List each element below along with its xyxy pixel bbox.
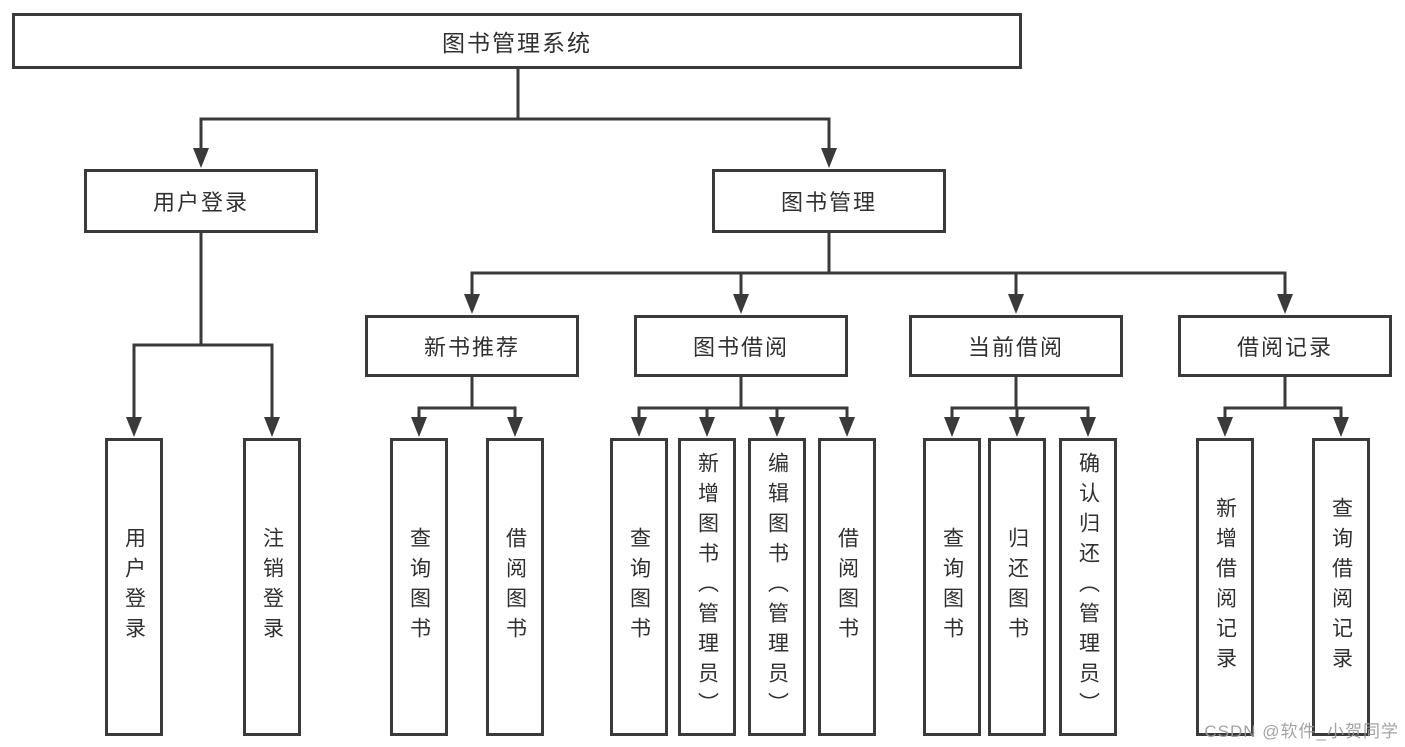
- node-borrow-records-label: 借阅记录: [1236, 335, 1333, 360]
- node-leaf-borrow-borrow-book-label: 借阅图书: [835, 527, 859, 647]
- node-leaf-logout-label: 注销登录: [260, 527, 284, 647]
- node-leaf-current-return-book-label: 归还图书: [1005, 527, 1029, 647]
- node-leaf-logout: 注销登录: [243, 438, 301, 736]
- node-leaf-current-return-book: 归还图书: [988, 438, 1046, 736]
- watermark-text: CSDN @软件_小贺同学: [1204, 722, 1399, 741]
- node-leaf-newbook-query-book: 查询图书: [390, 438, 448, 736]
- connector-current-borrow-to-leaves: [944, 377, 1096, 437]
- node-leaf-records-query-record-label: 查询借阅记录: [1329, 497, 1353, 677]
- node-leaf-newbook-query-book-label: 查询图书: [407, 527, 431, 647]
- node-leaf-current-confirm-return-label: 确认归还（管理员）: [1076, 452, 1100, 722]
- node-leaf-current-confirm-return: 确认归还（管理员）: [1059, 438, 1117, 736]
- node-user-login: 用户登录: [84, 169, 318, 233]
- node-leaf-records-add-record-label: 新增借阅记录: [1213, 497, 1237, 677]
- node-leaf-borrow-query-book: 查询图书: [610, 438, 668, 736]
- node-leaf-newbook-borrow-book: 借阅图书: [486, 438, 544, 736]
- connector-user-login-to-leaves: [126, 233, 280, 437]
- node-book-management: 图书管理: [712, 169, 946, 233]
- node-leaf-newbook-borrow-book-label: 借阅图书: [503, 527, 527, 647]
- node-book-borrow-label: 图书借阅: [692, 335, 789, 360]
- node-leaf-borrow-edit-book: 编辑图书（管理员）: [748, 438, 806, 736]
- node-leaf-records-query-record: 查询借阅记录: [1312, 438, 1370, 736]
- node-leaf-borrow-borrow-book: 借阅图书: [818, 438, 876, 736]
- node-leaf-current-query-book-label: 查询图书: [940, 527, 964, 647]
- node-leaf-user-login: 用户登录: [105, 438, 163, 736]
- node-leaf-user-login-label: 用户登录: [122, 527, 146, 647]
- connector-book-management-to-level3: [464, 233, 1293, 314]
- connector-borrow-records-to-leaves: [1217, 377, 1349, 437]
- node-borrow-records: 借阅记录: [1178, 315, 1392, 377]
- node-leaf-borrow-add-book-label: 新增图书（管理员）: [695, 452, 719, 722]
- connector-root-to-level2: [193, 69, 837, 168]
- node-current-borrow: 当前借阅: [909, 315, 1123, 377]
- node-new-book-recommend-label: 新书推荐: [423, 335, 520, 360]
- connector-book-borrow-to-leaves: [631, 377, 855, 437]
- node-leaf-borrow-query-book-label: 查询图书: [627, 527, 651, 647]
- node-new-book-recommend: 新书推荐: [365, 315, 579, 377]
- node-user-login-label: 用户登录: [152, 190, 249, 215]
- node-book-management-label: 图书管理: [780, 190, 877, 215]
- node-book-borrow: 图书借阅: [634, 315, 848, 377]
- node-current-borrow-label: 当前借阅: [967, 335, 1064, 360]
- node-leaf-borrow-edit-book-label: 编辑图书（管理员）: [765, 452, 789, 722]
- node-system-root: 图书管理系统: [12, 13, 1022, 69]
- node-system-root-label: 图书管理系统: [442, 30, 592, 56]
- connector-new-book-recommend-to-leaves: [411, 377, 523, 437]
- node-leaf-current-query-book: 查询图书: [923, 438, 981, 736]
- node-leaf-borrow-add-book: 新增图书（管理员）: [678, 438, 736, 736]
- node-leaf-records-add-record: 新增借阅记录: [1196, 438, 1254, 736]
